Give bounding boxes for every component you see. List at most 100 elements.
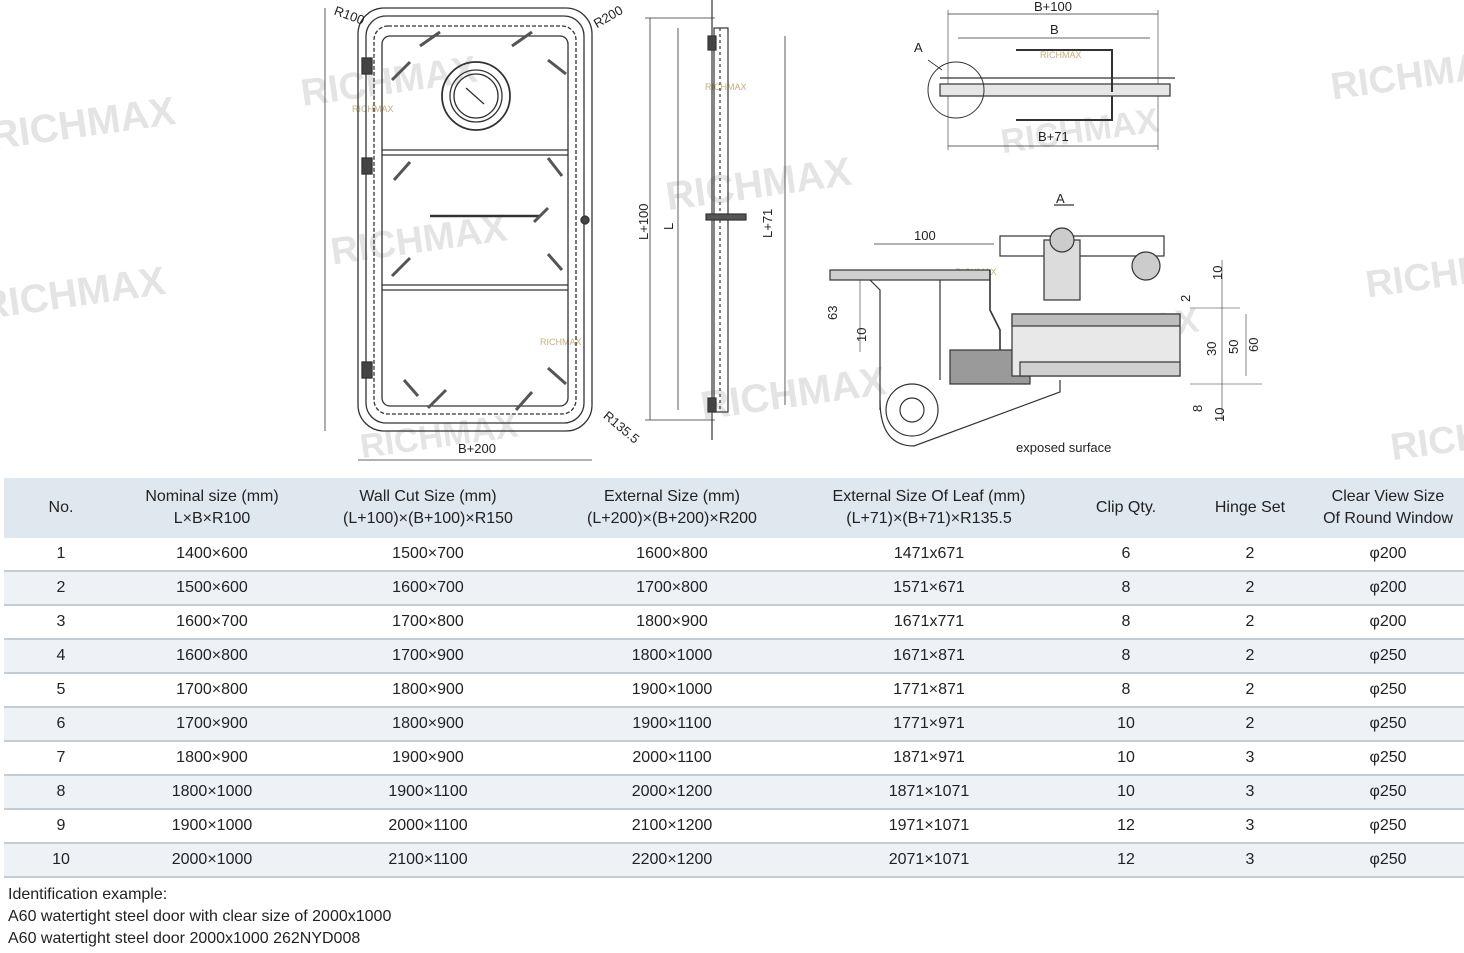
front-r100-label: R100 <box>332 3 366 28</box>
table-cell: 1600×700 <box>306 571 550 606</box>
table-cell: 1900×900 <box>306 741 550 776</box>
table-cell: 1871×1071 <box>794 775 1064 810</box>
detail-view <box>829 204 1262 447</box>
table-cell: 8 <box>1064 673 1188 708</box>
table-cell: 3 <box>1188 809 1312 844</box>
table-cell: 10 <box>4 843 118 878</box>
table-cell: 1800×900 <box>306 673 550 708</box>
technical-drawing: RICHMAX RICHMAX RICHMAX RICHMAX RICHMAX … <box>0 0 1464 469</box>
table-cell: 1600×700 <box>118 605 306 640</box>
svg-text:RICHMAX: RICHMAX <box>1040 50 1082 60</box>
table-cell: 4 <box>4 639 118 674</box>
table-cell: 1671×871 <box>794 639 1064 674</box>
table-cell: 1800×1000 <box>118 775 306 810</box>
table-cell: 1471x671 <box>794 538 1064 572</box>
detail-dim-8: 8 <box>1190 405 1205 412</box>
table-cell: 10 <box>1064 707 1188 742</box>
spec-table: No. Nominal size (mm)L×B×R100 Wall Cut S… <box>4 478 1464 878</box>
drawing-svg: RICHMAX RICHMAX RICHMAX RICHMAX RICHMAX … <box>0 0 1464 469</box>
table-cell: 1700×900 <box>306 639 550 674</box>
svg-text:RICHMAX: RICHMAX <box>0 89 178 159</box>
table-cell: 2 <box>1188 605 1312 640</box>
side-view <box>645 0 786 440</box>
table-cell: 2 <box>1188 673 1312 708</box>
detail-title: A <box>1056 191 1065 206</box>
table-cell: 5 <box>4 673 118 708</box>
table-cell: 1900×1000 <box>550 673 794 708</box>
table-cell: 1800×900 <box>118 741 306 776</box>
table-cell: 3 <box>1188 741 1312 776</box>
svg-text:RICHMAX: RICHMAX <box>540 337 582 347</box>
table-cell: 1 <box>4 538 118 572</box>
table-cell: 12 <box>1064 843 1188 878</box>
table-cell: 8 <box>4 775 118 810</box>
detail-dim-60: 60 <box>1246 338 1261 352</box>
table-cell: φ200 <box>1312 605 1464 640</box>
detail-dim-63: 63 <box>825 306 840 320</box>
table-cell: 2000×1100 <box>550 741 794 776</box>
col-header-no: No. <box>4 478 118 538</box>
table-cell: 1771×971 <box>794 707 1064 742</box>
col-header-hinge-set: Hinge Set <box>1188 478 1312 538</box>
table-cell: 2 <box>1188 538 1312 572</box>
table-cell: 1800×900 <box>306 707 550 742</box>
table-cell: 1800×900 <box>550 605 794 640</box>
identification-heading: Identification example: <box>8 886 168 903</box>
table-cell: 1900×1100 <box>550 707 794 742</box>
front-r135-label: R135.5 <box>601 408 643 446</box>
table-cell: 1400×600 <box>118 538 306 572</box>
table-cell: 1500×700 <box>306 538 550 572</box>
col-header-external-size: External Size (mm)(L+200)×(B+200)×R200 <box>550 478 794 538</box>
detail-dim-2: 2 <box>1178 295 1193 302</box>
table-cell: 6 <box>4 707 118 742</box>
svg-text:RICHMAX: RICHMAX <box>1363 240 1464 306</box>
table-cell: 1600×800 <box>550 538 794 572</box>
table-cell: 2100×1200 <box>550 809 794 844</box>
table-cell: 1900×1000 <box>118 809 306 844</box>
svg-text:RICHMAX: RICHMAX <box>0 259 168 329</box>
table-cell: φ250 <box>1312 809 1464 844</box>
svg-text:RICHMAX: RICHMAX <box>1388 403 1464 469</box>
front-r200-label: R200 <box>591 2 625 31</box>
table-cell: φ250 <box>1312 741 1464 776</box>
svg-text:RICHMAX: RICHMAX <box>998 101 1161 161</box>
table-cell: φ200 <box>1312 571 1464 606</box>
table-cell: 1800×1000 <box>550 639 794 674</box>
svg-text:RICHMAX: RICHMAX <box>698 359 889 429</box>
detail-dim-10a: 10 <box>854 328 869 342</box>
detail-caption: exposed surface <box>1016 440 1111 455</box>
table-cell: 2 <box>1188 639 1312 674</box>
detail-dim-100: 100 <box>914 228 936 243</box>
front-view <box>324 7 593 461</box>
table-cell: φ250 <box>1312 673 1464 708</box>
table-cell: φ250 <box>1312 843 1464 878</box>
table-cell: 1900×1100 <box>306 775 550 810</box>
table-cell: 3 <box>1188 775 1312 810</box>
top-detail-ref: A <box>914 40 923 55</box>
table-cell: 1571×671 <box>794 571 1064 606</box>
identification-example-1: A60 watertight steel door with clear siz… <box>8 908 392 925</box>
table-cell: φ250 <box>1312 639 1464 674</box>
col-header-wall-cut-size: Wall Cut Size (mm)(L+100)×(B+100)×R150 <box>306 478 550 538</box>
table-cell: 1671x771 <box>794 605 1064 640</box>
side-l71-label: L+71 <box>760 209 775 238</box>
detail-dim-30: 30 <box>1204 342 1219 356</box>
table-cell: 8 <box>1064 571 1188 606</box>
table-cell: 2000×1100 <box>306 809 550 844</box>
svg-text:RICHMAX: RICHMAX <box>705 82 747 92</box>
table-cell: 1700×800 <box>550 571 794 606</box>
table-header-row: No. Nominal size (mm)L×B×R100 Wall Cut S… <box>4 478 1464 538</box>
detail-dim-10c: 10 <box>1212 408 1227 422</box>
top-view <box>927 10 1175 150</box>
table-cell: 1700×900 <box>118 707 306 742</box>
front-width-label: B+200 <box>458 441 496 456</box>
table-cell: 1771×871 <box>794 673 1064 708</box>
